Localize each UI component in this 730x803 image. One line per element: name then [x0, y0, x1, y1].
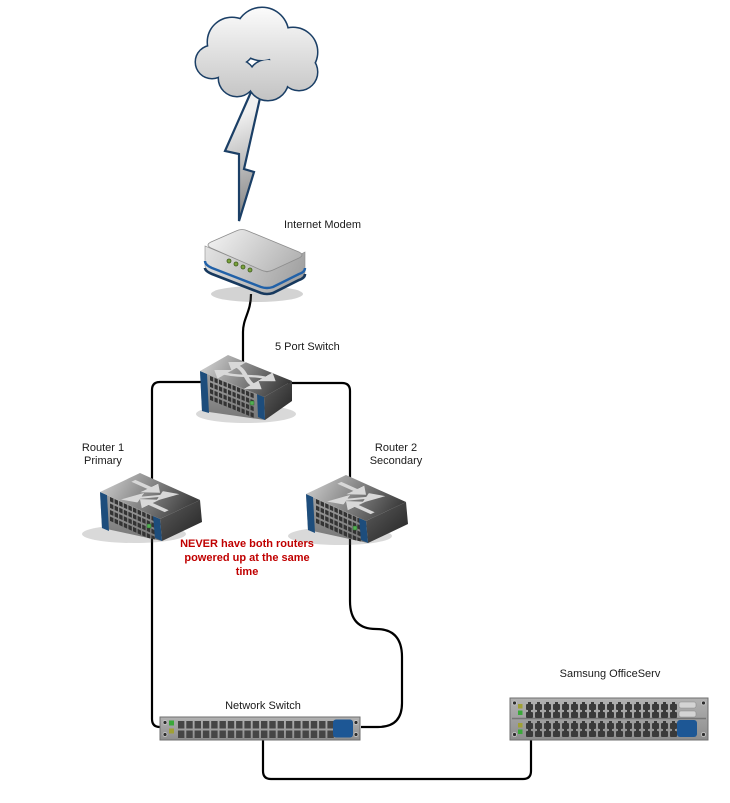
router1-device — [82, 473, 202, 543]
router2-led — [352, 525, 358, 531]
lightning-bolt-icon — [223, 90, 262, 222]
router1-left-cap — [100, 492, 109, 531]
router2-label-line1: Router 2 — [374, 442, 418, 454]
connection-modem-to-5port-switch — [241, 293, 253, 366]
officeserv-device — [509, 697, 709, 741]
router1-label-line1: Router 1 — [81, 442, 125, 454]
router1-right-cap — [153, 516, 162, 541]
network-switch-screws — [162, 720, 359, 737]
officeserv-button-1 — [678, 701, 697, 709]
router1-label: Router 1 Primary — [62, 442, 144, 468]
router2-arrows-icon — [327, 481, 386, 515]
switch-side-face — [264, 381, 292, 420]
network-switch-body — [159, 716, 361, 741]
connection-router2-to-network-switch — [348, 520, 404, 729]
network-switch-label: Network Switch — [225, 700, 301, 712]
router2-ports — [316, 499, 361, 543]
switch-led — [249, 400, 255, 406]
warning-line3: time — [235, 566, 259, 578]
router2-device — [288, 475, 408, 545]
network-switch-led-amber — [169, 728, 174, 734]
officeserv-uplink-port — [677, 720, 697, 737]
officeserv-button-2 — [678, 710, 697, 718]
warning-line2: powered up at the same — [184, 552, 310, 564]
internet-cloud-icon — [194, 6, 319, 102]
internet-modem-device — [203, 229, 307, 302]
connection-network-switch-to-officeserv — [261, 734, 533, 781]
router2-label-line2: Secondary — [369, 455, 423, 467]
modem-top-face — [207, 229, 303, 272]
officeserv-ports — [526, 702, 677, 737]
switch-ports — [210, 376, 254, 418]
router1-ports — [110, 497, 155, 541]
network-switch-device — [159, 716, 361, 741]
connection-5port-switch-to-router2 — [288, 381, 352, 500]
officeserv-screws — [512, 700, 706, 737]
switch-right-cap — [257, 394, 265, 420]
router1-led — [146, 523, 152, 529]
router1-label-line2: Primary — [84, 455, 122, 467]
router1-arrows-icon — [121, 479, 180, 513]
network-switch-ports — [178, 721, 334, 738]
connections — [150, 293, 533, 781]
officeserv-label: Samsung OfficeServ — [559, 668, 661, 680]
switch-left-cap — [200, 371, 209, 413]
five-port-switch-label: 5 Port Switch — [275, 341, 340, 353]
warning-note: NEVER have both routers powered up at th… — [163, 537, 331, 579]
warning-line1: NEVER have both routers — [180, 538, 314, 550]
router2-left-cap — [306, 494, 315, 533]
network-switch-led-green — [169, 720, 174, 726]
modem-led-lights — [226, 258, 253, 273]
router2-label: Router 2 Secondary — [353, 442, 439, 468]
internet-modem-label: Internet Modem — [284, 219, 362, 231]
connection-5port-switch-to-router1-to-network-switch — [150, 380, 205, 729]
five-port-switch-device — [196, 355, 296, 423]
network-switch-uplink-port — [333, 719, 353, 738]
modem-blue-stripe — [203, 260, 307, 290]
modem-bottom-rim — [203, 267, 307, 296]
router2-right-cap — [359, 518, 368, 543]
officeserv-leds — [518, 704, 523, 734]
switch-arrows-icon — [214, 361, 276, 390]
